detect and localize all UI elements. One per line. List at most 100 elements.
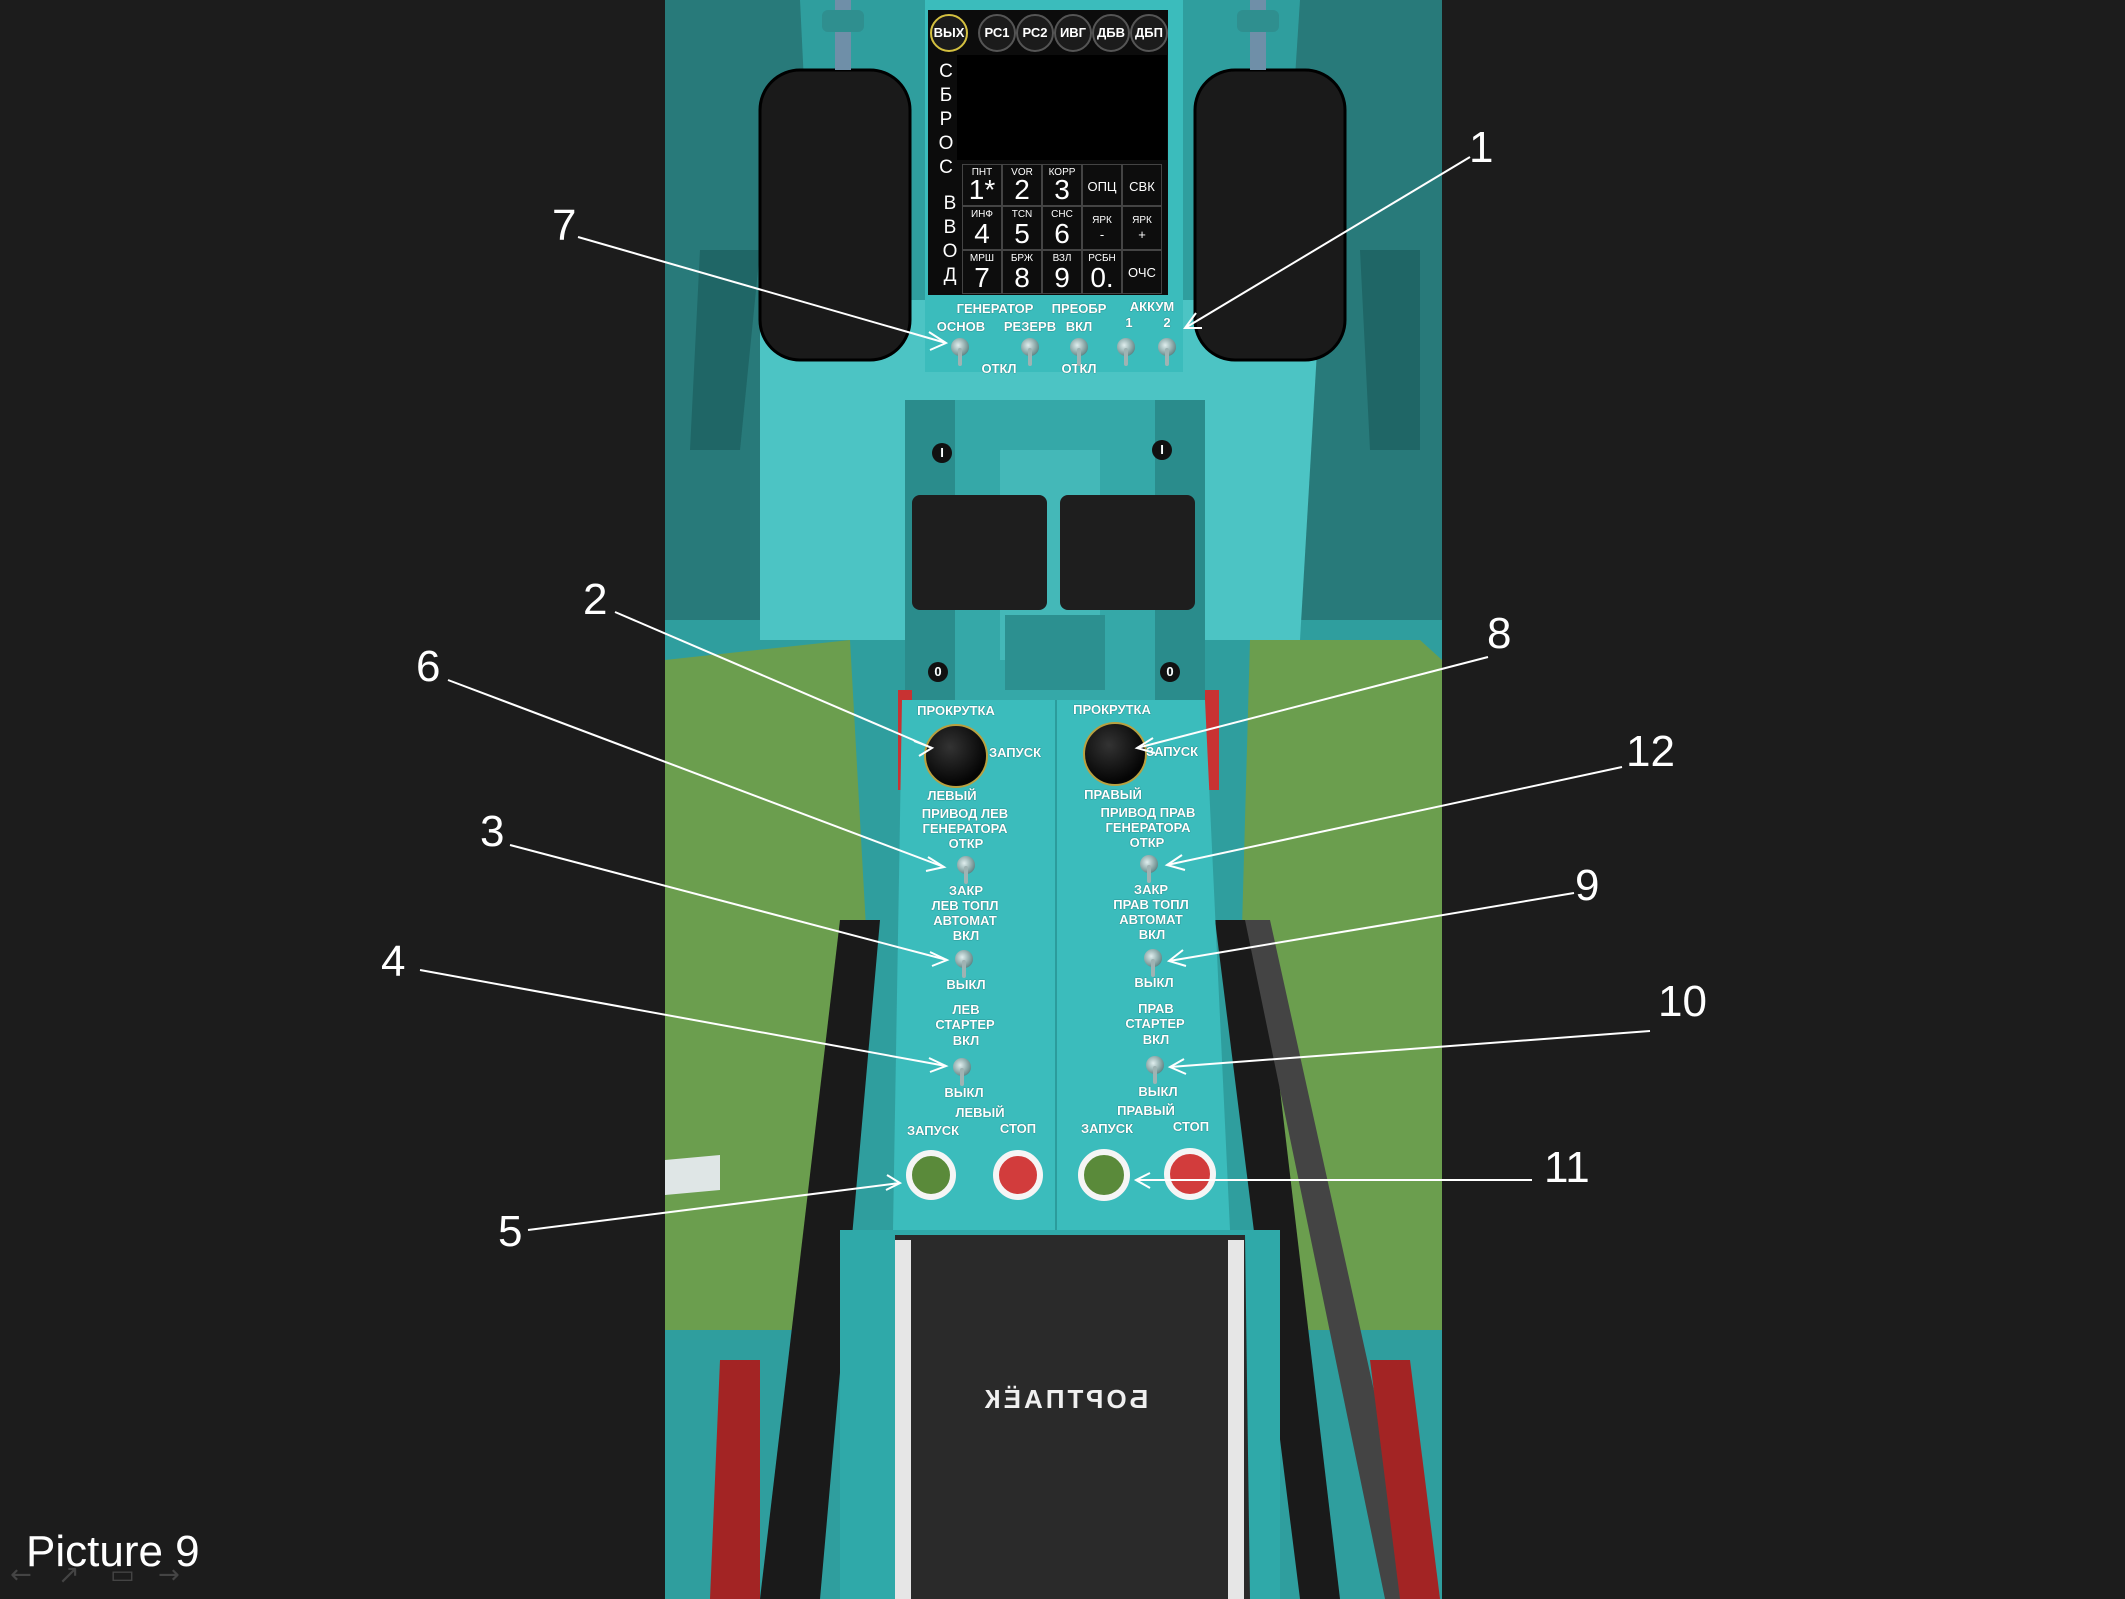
generator-main-switch[interactable] [951, 338, 969, 366]
callout-4: 4 [381, 937, 406, 986]
key-sublabel: TCN [1011, 209, 1033, 220]
key-sublabel: РСБН [1088, 253, 1116, 264]
key-brightness-up[interactable]: ЯРК+ [1122, 206, 1162, 250]
generator-label: ГЕНЕРАТОР [956, 301, 1034, 316]
key-label: ОЧС [1128, 265, 1156, 280]
callout-2: 2 [583, 575, 608, 624]
vyh-button[interactable]: ВЫХ [930, 14, 968, 52]
menu-icon[interactable]: ▭ [110, 1560, 135, 1590]
key-clear[interactable]: ОЧС [1122, 250, 1162, 294]
pointer-arrow-icon[interactable]: ↗ [58, 1560, 80, 1590]
key-sublabel: ЯРК [1132, 215, 1152, 226]
prev-arrow-icon[interactable]: ← [10, 1560, 32, 1590]
bortpaek-label: БОРТПАЁК [981, 1384, 1149, 1414]
key-sublabel: СНС [1051, 209, 1073, 220]
right-engine-start-button[interactable] [1078, 1149, 1130, 1201]
key-label: 7 [974, 262, 990, 293]
key-label: - [1099, 227, 1105, 242]
battery-2-switch[interactable] [1158, 338, 1176, 366]
right-privod-label: ПРИВОД ПРАВ [1100, 805, 1196, 820]
right-engine-stop-button[interactable] [1164, 1148, 1216, 1200]
sbros-letter: Р [939, 109, 953, 130]
left-start-mode-knob[interactable] [924, 724, 988, 788]
battery-1-switch[interactable] [1117, 338, 1135, 366]
left-stop-btn-label: СТОП [999, 1121, 1037, 1136]
ivg-button[interactable]: ИВГ [1054, 14, 1092, 52]
rs2-button[interactable]: РС2 [1016, 14, 1054, 52]
key-sublabel: ВЗЛ [1052, 253, 1072, 264]
left-starter-vykl-label: ВЫКЛ [944, 1085, 984, 1100]
left-privod-label: ПРИВОД ЛЕВ [921, 806, 1009, 821]
throttle-mark: I [1152, 440, 1172, 460]
key-label: 9 [1054, 262, 1070, 293]
key-brightness-down[interactable]: ЯРК- [1082, 206, 1122, 250]
otkl-label: ОТКЛ [981, 361, 1017, 376]
right-stop-btn-label: СТОП [1172, 1119, 1210, 1134]
left-levy-label: ЛЕВЫЙ [927, 788, 977, 803]
left-avtomat-label: АВТОМАТ [933, 913, 997, 928]
right-start-mode-knob[interactable] [1083, 722, 1147, 786]
key-label: 0. [1090, 262, 1114, 293]
preobr-vkl-label: ВКЛ [1065, 319, 1093, 334]
right-starter-vykl-label: ВЫКЛ [1138, 1084, 1178, 1099]
right-generator-drive-switch[interactable] [1140, 855, 1158, 883]
callout-9: 9 [1575, 861, 1600, 910]
left-starter-label: СТАРТЕР [935, 1017, 995, 1032]
right-engine-label: ПРАВЫЙ [1117, 1103, 1175, 1118]
throttle-mark: I [932, 443, 952, 463]
key-label: 5 [1014, 218, 1030, 249]
generator-reserve-switch[interactable] [1021, 338, 1039, 366]
converter-switch[interactable] [1070, 338, 1088, 366]
left-generator-drive-switch[interactable] [957, 856, 975, 884]
rs1-button[interactable]: РС1 [978, 14, 1016, 52]
dbv-button[interactable]: ДБВ [1092, 14, 1130, 52]
right-topl-vkl-label: ВКЛ [1138, 927, 1166, 942]
key-label: 1* [968, 174, 996, 205]
right-fuel-automat-switch[interactable] [1144, 949, 1162, 977]
key-label: 8 [1014, 262, 1030, 293]
key-sublabel: БРЖ [1010, 253, 1034, 264]
dbp-button[interactable]: ДБП [1130, 14, 1168, 52]
key-sublabel: ПНТ [971, 167, 993, 178]
left-engine-start-button[interactable] [906, 1150, 956, 1200]
sbros-letter: Б [939, 85, 953, 106]
right-starter-switch[interactable] [1146, 1056, 1164, 1084]
otkl-label: ОТКЛ [1061, 361, 1097, 376]
bortpaek-box [895, 1235, 1250, 1599]
left-prokrutka-label: ПРОКРУТКА [917, 703, 995, 718]
key-label: 3 [1054, 174, 1070, 205]
right-prav-label: ПРАВ [1138, 1001, 1174, 1016]
sbros-letter: О [938, 133, 954, 154]
key-svk[interactable]: СВК [1122, 164, 1162, 206]
engine-panel [893, 700, 1230, 1230]
left-fuel-automat-switch[interactable] [955, 950, 973, 978]
left-engine-stop-button[interactable] [993, 1150, 1043, 1200]
akkum-2-label: 2 [1163, 315, 1171, 330]
right-zakr-label: ЗАКР [1133, 882, 1169, 897]
throttle-mark: 0 [928, 662, 948, 682]
left-lev-label: ЛЕВ [952, 1002, 980, 1017]
key-opc[interactable]: ОПЦ [1082, 164, 1122, 206]
left-topl-vykl-label: ВЫКЛ [946, 977, 986, 992]
right-starter-label: СТАРТЕР [1125, 1016, 1185, 1031]
vvod-letter: Д [943, 265, 957, 286]
left-privod-label-2: ГЕНЕРАТОРА [922, 821, 1008, 836]
left-starter-switch[interactable] [953, 1058, 971, 1086]
right-starter-vkl-label: ВКЛ [1142, 1032, 1170, 1047]
right-prokrutka-label: ПРОКРУТКА [1073, 702, 1151, 717]
next-arrow-icon[interactable]: → [158, 1560, 180, 1590]
left-starter-vkl-label: ВКЛ [952, 1033, 980, 1048]
key-sublabel: ИНФ [970, 209, 993, 220]
vvod-letter: В [943, 193, 957, 214]
callout-7: 7 [552, 201, 577, 250]
